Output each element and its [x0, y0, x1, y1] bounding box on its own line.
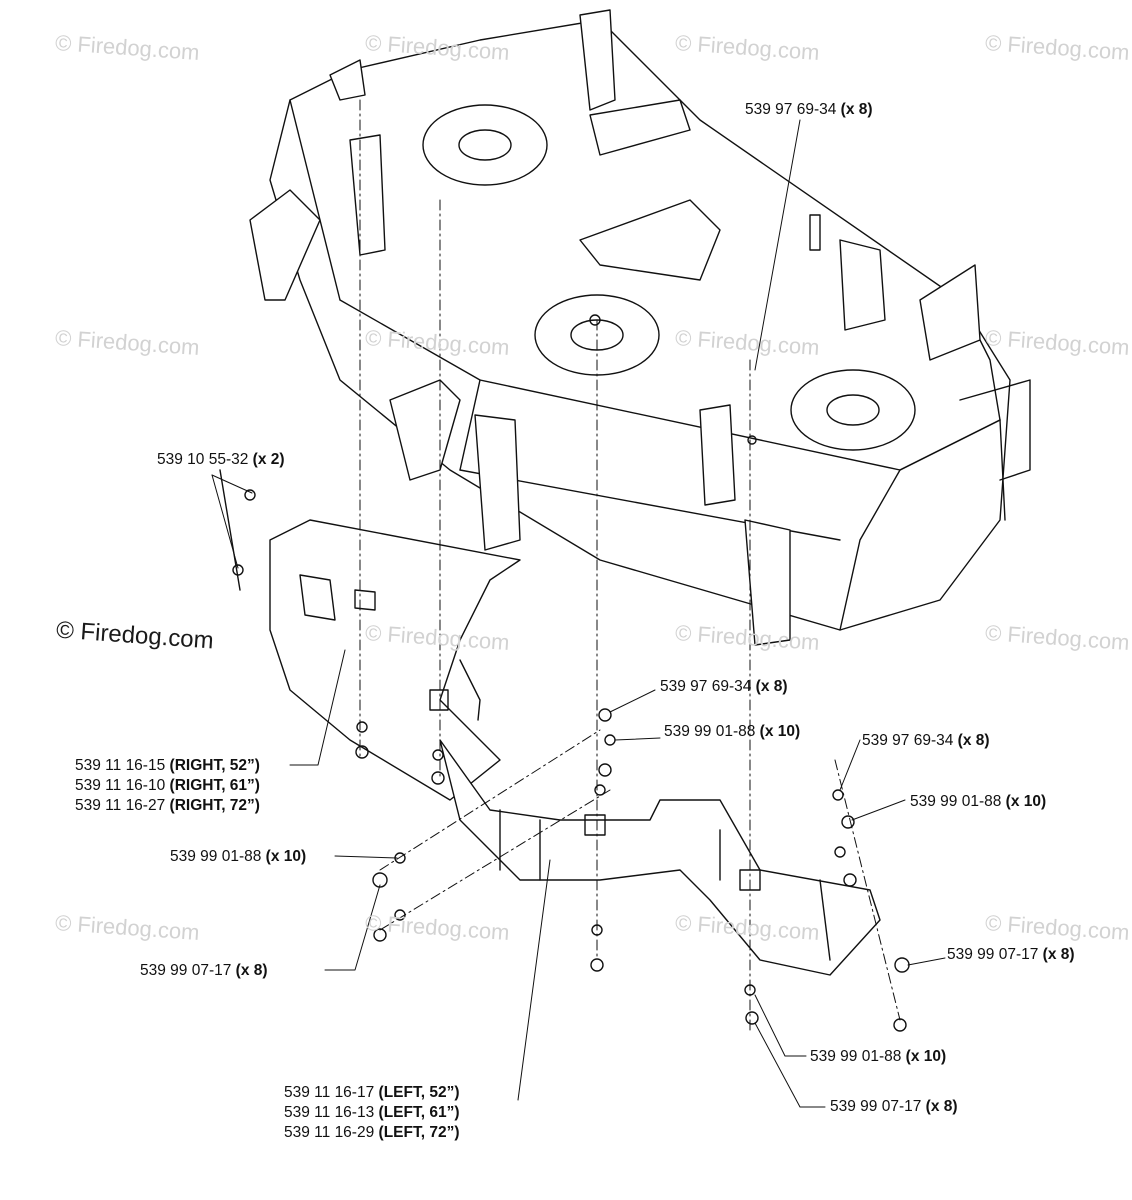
- part-number: 539 99 01-88: [170, 848, 262, 865]
- part-number: 539 99 01-88: [910, 793, 1002, 810]
- quantity: (x 10): [759, 723, 801, 740]
- quantity: (x 8): [755, 678, 788, 695]
- part-number: 539 99 01-88: [664, 723, 756, 740]
- quantity: (x 2): [252, 451, 285, 468]
- part-number: 539 10 55-32: [157, 451, 249, 468]
- part-number: 539 97 69-34: [745, 101, 837, 118]
- quantity: (x 8): [840, 101, 873, 118]
- callout-bottom-washer: 539 99 01-88 (x 10): [810, 1047, 946, 1067]
- callout-bottom-nut: 539 99 07-17 (x 8): [830, 1097, 958, 1117]
- callout-left-washer: 539 99 01-88 (x 10): [170, 847, 306, 867]
- quantity: (x 10): [1005, 793, 1047, 810]
- part-number: 539 99 01-88: [810, 1048, 902, 1065]
- right-shield-row: 539 11 16-10 (RIGHT, 61”): [75, 777, 260, 794]
- quantity: (x 8): [1042, 946, 1075, 963]
- left-shield-row: 539 11 16-29 (LEFT, 72”): [284, 1124, 460, 1141]
- quantity: (x 8): [957, 732, 990, 749]
- callout-right-nut: 539 99 07-17 (x 8): [947, 945, 1075, 965]
- left-shield-row: 539 11 16-13 (LEFT, 61”): [284, 1104, 460, 1121]
- callout-side-bolt: 539 10 55-32 (x 2): [157, 450, 285, 470]
- left-shield: [439, 739, 881, 976]
- callout-top-bolt: 539 97 69-34 (x 8): [745, 100, 873, 120]
- part-number: 539 97 69-34: [660, 678, 752, 695]
- leader-lines: [211, 119, 946, 1108]
- callout-right-washer: 539 99 01-88 (x 10): [910, 792, 1046, 812]
- fasteners: [232, 314, 910, 1032]
- callout-left-nut: 539 99 07-17 (x 8): [140, 961, 268, 981]
- quantity: (x 10): [265, 848, 307, 865]
- assembly-lines: [359, 99, 901, 1031]
- part-number: 539 97 69-34: [862, 732, 954, 749]
- mower-deck: [249, 9, 1031, 646]
- left-shield-row: 539 11 16-17 (LEFT, 52”): [284, 1084, 460, 1101]
- quantity: (x 8): [925, 1098, 958, 1115]
- right-shield-row: 539 11 16-15 (RIGHT, 52”): [75, 757, 260, 774]
- callout-mid-washer: 539 99 01-88 (x 10): [664, 722, 800, 742]
- right-shield-row: 539 11 16-27 (RIGHT, 72”): [75, 797, 260, 814]
- part-number: 539 99 07-17: [830, 1098, 922, 1115]
- callout-right-shield: 539 11 16-15 (RIGHT, 52”) 539 11 16-10 (…: [75, 756, 260, 816]
- quantity: (x 8): [235, 962, 268, 979]
- part-number: 539 99 07-17: [140, 962, 232, 979]
- callout-left-shield: 539 11 16-17 (LEFT, 52”) 539 11 16-13 (L…: [284, 1083, 459, 1143]
- callout-mid-bolt: 539 97 69-34 (x 8): [660, 677, 788, 697]
- quantity: (x 10): [905, 1048, 947, 1065]
- callout-right-bolt: 539 97 69-34 (x 8): [862, 731, 990, 751]
- right-shield: [219, 469, 521, 801]
- part-number: 539 99 07-17: [947, 946, 1039, 963]
